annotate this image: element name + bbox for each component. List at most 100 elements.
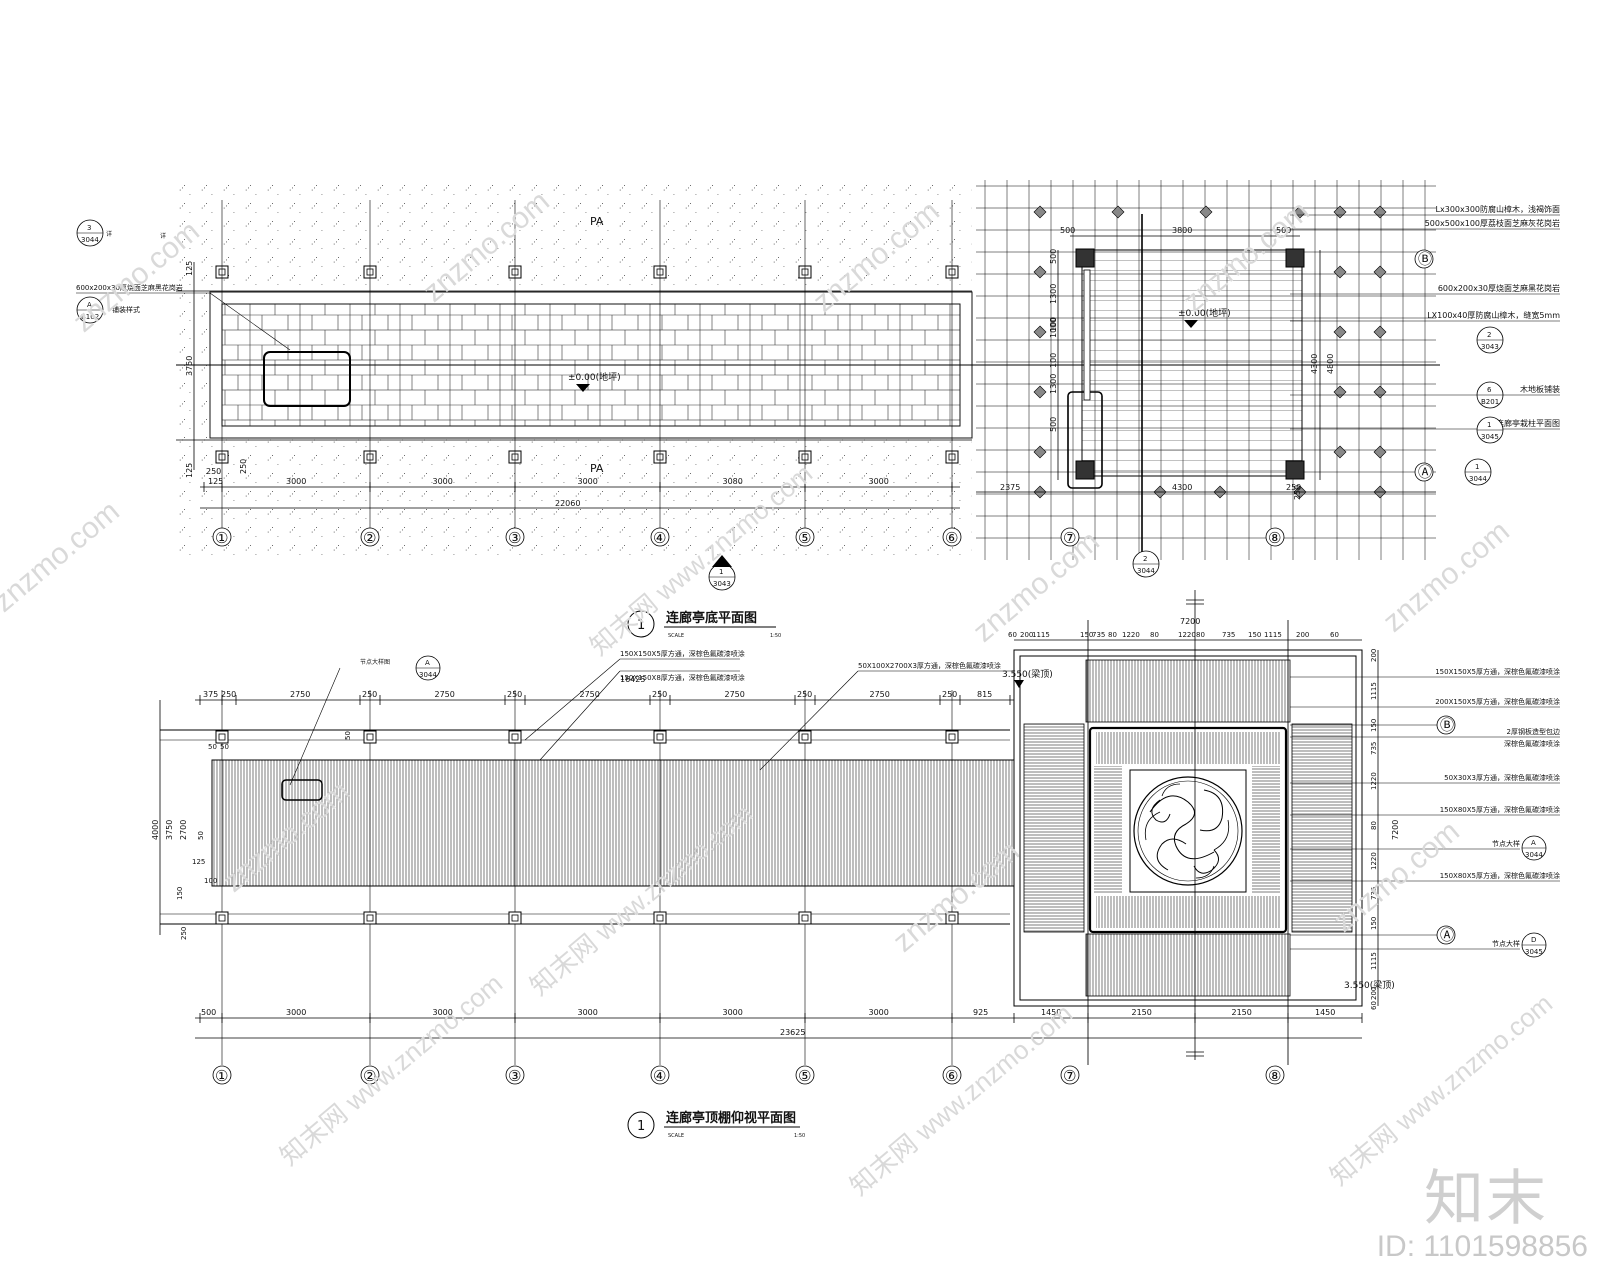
dim-text: 200	[1020, 631, 1033, 639]
ref-tag-bottom: B102	[81, 313, 99, 321]
paver-stone	[1373, 445, 1387, 459]
dim-text: 200	[1370, 649, 1378, 662]
ceiling-scale-word: SCALE	[668, 1133, 684, 1139]
axis-bubble	[360, 527, 380, 547]
dim-text: 80	[1370, 821, 1378, 830]
ref-tag-bottom: B201	[1481, 398, 1499, 406]
ceiling-columns	[215, 690, 959, 1065]
ceiling-title: 连廊亭顶棚仰视平面图	[666, 1110, 796, 1126]
note-text: Lx300x300防腐山樟木，浅褐饰面	[1436, 204, 1560, 214]
dim-text: 2750	[290, 690, 310, 699]
note-text: 200X150X5厚方通，深棕色氟碳漆喷涂	[1435, 697, 1560, 706]
ref-tag-bottom: 3044	[1137, 567, 1155, 575]
plan-title-block: 1 连廊亭底平面图 SCALE 1:50	[627, 610, 781, 639]
dim-text: 3045	[1525, 948, 1543, 956]
plan-reference-tags: 33044详AB10213043230436B20113045130442304…	[76, 219, 1504, 591]
dim-text: 2750	[580, 690, 600, 699]
axis-label: ②	[363, 529, 376, 547]
pavilion-columns	[1075, 248, 1305, 480]
dim-text: 16425	[620, 675, 645, 684]
dim-text: 2375	[1000, 483, 1020, 492]
paver-stone	[1199, 205, 1213, 219]
pavilion-column	[1285, 248, 1305, 268]
ref-tag-bottom: 3043	[1481, 343, 1499, 351]
dim-text: 735	[1370, 742, 1378, 755]
ref-tag-top: 2	[1487, 331, 1491, 339]
axis-bubble	[212, 1065, 232, 1085]
paver-stone	[1033, 385, 1047, 399]
dim-text: 150	[1080, 631, 1093, 639]
ref-tag-top: A	[87, 301, 92, 309]
axis-label: ⑦	[1063, 529, 1076, 547]
dim-text: 735	[1370, 887, 1378, 900]
dim-text: 60	[1008, 631, 1017, 639]
dim-text: 3750	[185, 356, 194, 376]
ceiling-column	[945, 730, 959, 744]
dim-text: 3000	[578, 477, 598, 486]
row-label: Ⓑ	[1418, 252, 1432, 268]
paver-stone	[1333, 385, 1347, 399]
axis-label: ⑥	[945, 1067, 958, 1085]
dim-text: 1115	[1370, 952, 1378, 970]
paver-stone	[1333, 325, 1347, 339]
ceiling-column	[215, 730, 229, 744]
dim-text: 3000	[869, 477, 889, 486]
paver-stone	[1033, 325, 1047, 339]
ceiling-title-block: 1 连廊亭顶棚仰视平面图 SCALE 1:50	[627, 1110, 805, 1139]
pavilion-column	[1285, 460, 1305, 480]
image-id: ID: 1101598856	[1376, 1230, 1588, 1263]
ceiling-scale-value: 1:50	[794, 1133, 805, 1139]
ceiling-view-no: 1	[637, 1119, 645, 1134]
dim-text: 735	[1092, 631, 1105, 639]
note-text: 节点大样	[1492, 839, 1520, 848]
dim-text: 3000	[723, 1008, 743, 1017]
axis-bubble	[360, 1065, 380, 1085]
dim-text: 80	[1196, 631, 1205, 639]
dim-text: 3000	[869, 1008, 889, 1017]
dim-text: 150	[1370, 917, 1378, 930]
ceiling-column	[363, 911, 377, 925]
ceiling-column	[363, 730, 377, 744]
roof-columns	[1087, 620, 1289, 1065]
paver-stone	[1033, 445, 1047, 459]
note-text: 铺装样式	[112, 305, 140, 314]
note-text: 木地板铺装	[1520, 384, 1560, 394]
paver-stone	[1373, 385, 1387, 399]
dim-text: 60	[1330, 631, 1339, 639]
axis-bubble	[1265, 1065, 1285, 1085]
pa-label-bottom: PA	[590, 462, 604, 475]
axis-label: ①	[215, 1067, 228, 1085]
dim-text: 50	[220, 743, 229, 751]
note-text: 150X150X5厚方通，深棕色氟碳漆喷涂	[1435, 667, 1560, 676]
dim-text: 2750	[725, 690, 745, 699]
dim-text: 50	[208, 743, 217, 751]
dim-text: 250	[206, 467, 221, 476]
axis-label: ④	[653, 529, 666, 547]
plan-scale-word: SCALE	[668, 633, 684, 639]
ref-tag-top: 1	[1475, 463, 1479, 471]
paver-stone	[1373, 325, 1387, 339]
timber-deck	[1081, 249, 1303, 477]
cloud-medallion	[1133, 776, 1243, 886]
dim-text: 150	[1248, 631, 1261, 639]
ceiling-column	[508, 911, 522, 925]
dim-text: 125	[185, 261, 194, 276]
dim-text: D	[1531, 936, 1536, 944]
dim-text: 200	[1370, 987, 1378, 1000]
dim-text: 815	[977, 690, 992, 699]
plan-view-no: 1	[637, 618, 645, 633]
dim-text: 125	[185, 463, 194, 478]
paver-stone	[1033, 265, 1047, 279]
roof-outline	[1013, 649, 1363, 1007]
dim-text: 100	[204, 877, 217, 885]
row-label: Ⓐ	[1440, 928, 1454, 944]
roof-slats-bottom	[1085, 933, 1291, 997]
plan-scale-value: 1:50	[770, 633, 781, 639]
dim-text: 1450	[1041, 1008, 1061, 1017]
dim-text: 1115	[1370, 682, 1378, 700]
note-text: 50X30X3厚方通，深棕色氟碳漆喷涂	[1444, 773, 1560, 782]
note-text: 150X150X5厚方通，深棕色氟碳漆喷涂	[620, 649, 745, 658]
dim-text: 23625	[780, 1028, 805, 1037]
